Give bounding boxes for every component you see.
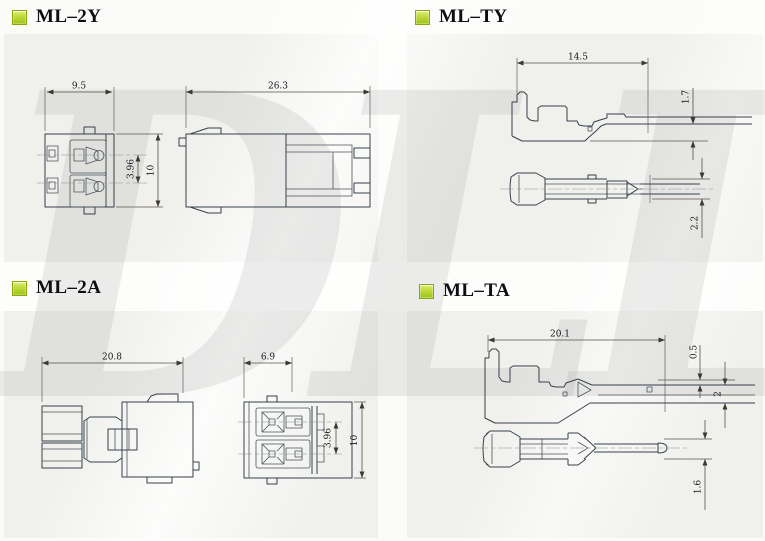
dim-label-mlty-tab: 1.7 (682, 90, 692, 105)
dim-label-ml2a-pitch: 3.96 (324, 428, 334, 448)
green-square-bullet-icon (419, 283, 434, 299)
part-label: ML–TA (443, 280, 511, 301)
dim-label-ml2y-width: 9.5 (72, 82, 87, 92)
mlta-terminal-top-view-drawing: 1.6 (474, 420, 712, 510)
ml2a-front-view-drawing: 6.9 3.96 10 (238, 353, 366, 485)
dim-label-mlta-length: 20.1 (550, 330, 570, 340)
part-label: ML–TY (439, 6, 508, 27)
green-square-bullet-icon (12, 9, 27, 25)
dim-label-mlta-tab: 2 (714, 391, 724, 397)
section-header-ml2y: ML–2Y (12, 6, 101, 28)
dim-label-ml2a-length: 20.8 (102, 353, 122, 363)
dim-label-ml2y-height: 10 (147, 165, 157, 177)
mlty-terminal-top-view-drawing: 2.2 (500, 158, 713, 238)
dim-label-ml2a-height: 10 (350, 435, 360, 447)
section-header-mlta: ML–TA (419, 280, 510, 302)
dim-label-ml2a-width: 6.9 (261, 353, 276, 363)
ml2y-front-view-drawing: 9.5 3.96 10 (37, 82, 163, 215)
dim-label-mlty-width: 2.2 (691, 216, 701, 230)
ml2y-side-view-drawing: 26.3 (178, 82, 371, 214)
part-label: ML–2Y (36, 6, 102, 27)
green-square-bullet-icon (415, 9, 430, 25)
dim-label-ml2y-length: 26.3 (268, 82, 288, 92)
dim-label-mlta-width: 1.6 (694, 480, 704, 495)
dim-label-ml2y-pitch: 3.96 (127, 159, 137, 179)
section-header-mlty: ML–TY (415, 6, 508, 28)
dim-label-mlta-offset: 0.5 (690, 345, 700, 360)
green-square-bullet-icon (12, 280, 27, 296)
mlta-terminal-profile-drawing: 20.1 0.5 2 (484, 330, 755, 428)
mlty-terminal-profile-drawing: 14.5 1.7 (511, 53, 752, 160)
section-header-ml2a: ML–2A (12, 277, 101, 299)
dim-label-mlty-length: 14.5 (568, 53, 588, 63)
part-label: ML–2A (36, 277, 102, 298)
ml2a-side-view-drawing: 20.8 (41, 353, 200, 484)
